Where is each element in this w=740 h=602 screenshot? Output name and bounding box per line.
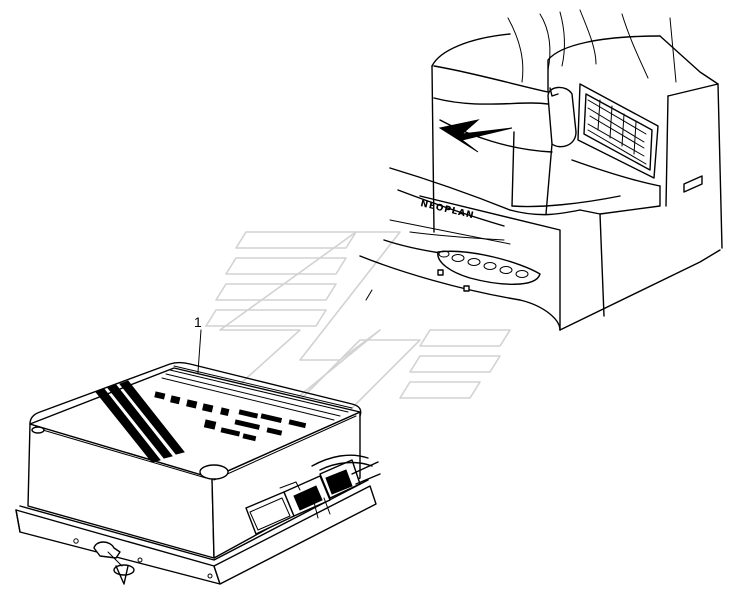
control-unit xyxy=(15,361,381,585)
bus-front: NEOPLAN xyxy=(359,9,723,331)
harness-connector xyxy=(245,454,381,535)
callout-label: 1 xyxy=(194,314,202,330)
mounting-screw-icon xyxy=(93,541,135,585)
pointer-arrow-icon xyxy=(438,119,513,153)
